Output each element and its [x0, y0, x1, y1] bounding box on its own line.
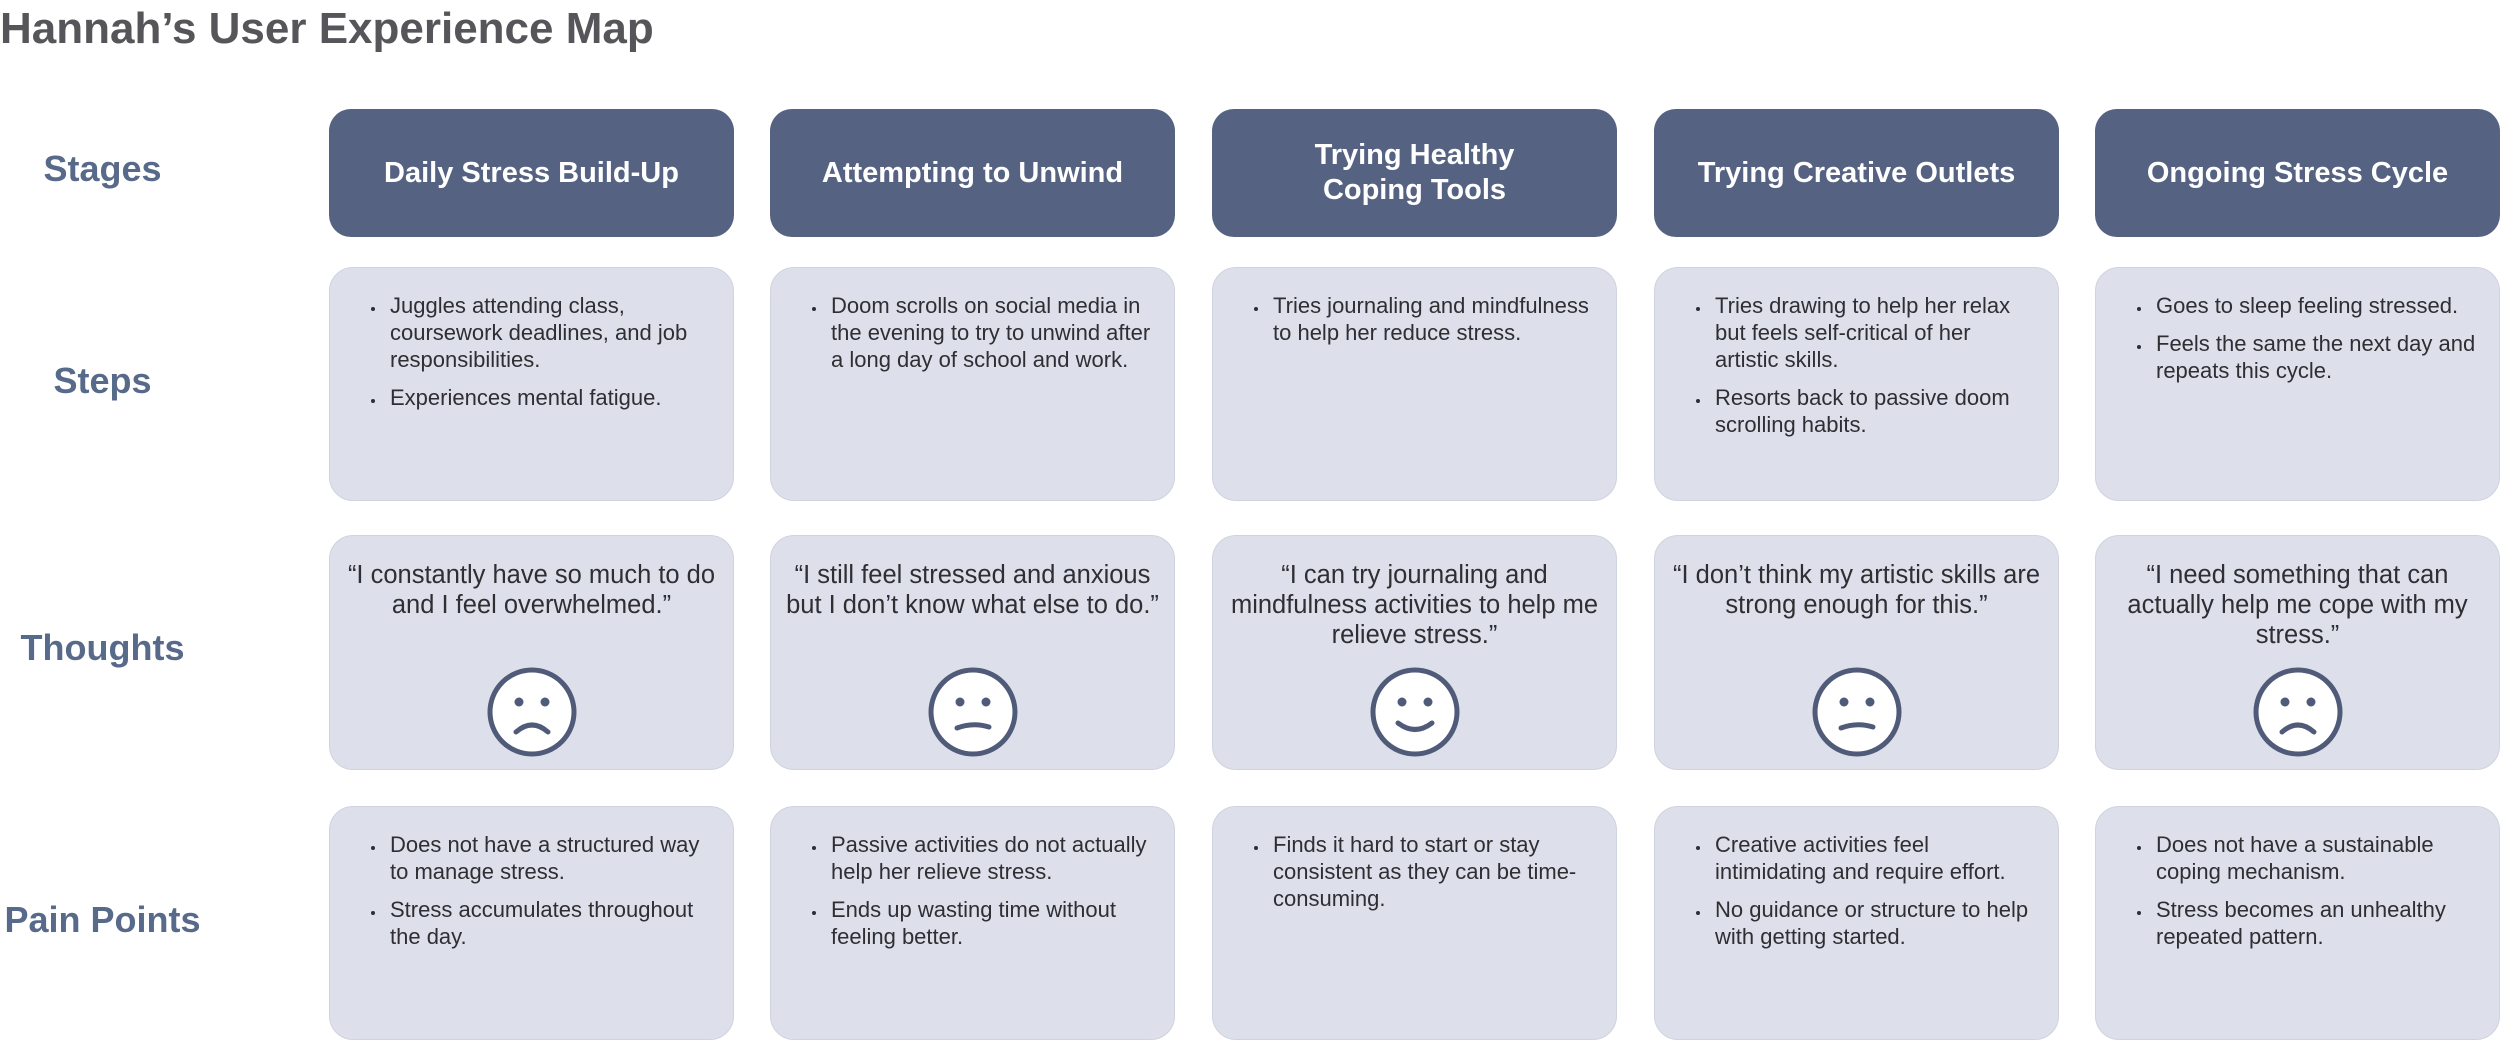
list-item: Tries journaling and mindfulness to help…	[1269, 292, 1596, 346]
pain-points-list: Does not have a structured way to manage…	[330, 807, 733, 950]
list-item: Stress accumulates throughout the day.	[386, 896, 713, 950]
thought-quote: “I can try journaling and mindfulness ac…	[1230, 561, 1599, 649]
steps-card: Doom scrolls on social media in the even…	[770, 267, 1175, 501]
steps-card: Tries drawing to help her relax but feel…	[1654, 267, 2059, 501]
row-label-stages: Stages	[43, 148, 162, 189]
stage-card: Daily Stress Build-Up	[329, 109, 734, 237]
list-item: Does not have a sustainable coping mecha…	[2152, 831, 2479, 885]
list-item: Ends up wasting time without feeling bet…	[827, 896, 1154, 950]
steps-list: Juggles attending class, coursework dead…	[330, 268, 733, 411]
stage-card: Attempting to Unwind	[770, 109, 1175, 237]
thought-quote: “I need something that can actually help…	[2127, 561, 2468, 649]
thought-card: “I need something that can actually help…	[2095, 535, 2500, 770]
row-label-thoughts: Thoughts	[20, 627, 185, 668]
neutral-face-icon	[927, 666, 1019, 758]
list-item: Finds it hard to start or stay consisten…	[1269, 831, 1596, 912]
list-item: Doom scrolls on social media in the even…	[827, 292, 1154, 373]
steps-card: Juggles attending class, coursework dead…	[329, 267, 734, 501]
list-item: Goes to sleep feeling stressed.	[2152, 292, 2479, 319]
row-label-steps: Steps	[53, 360, 152, 401]
thought-quote: “I don’t think my artistic skills are st…	[1672, 561, 2040, 619]
pain-points-card: Finds it hard to start or stay consisten…	[1212, 806, 1617, 1040]
steps-list: Goes to sleep feeling stressed. Feels the…	[2096, 268, 2499, 384]
stage-card: Trying Creative Outlets	[1654, 109, 2059, 237]
page-title: Hannah’s User Experience Map	[0, 4, 654, 53]
thought-quote: “I constantly have so much to do and I f…	[347, 561, 716, 619]
sad-face-icon	[486, 666, 578, 758]
pain-points-card: Passive activities do not actually help …	[770, 806, 1175, 1040]
pain-points-list: Finds it hard to start or stay consisten…	[1213, 807, 1616, 912]
list-item: Feels the same the next day and repeats …	[2152, 330, 2479, 384]
list-item: No guidance or structure to help with ge…	[1711, 896, 2038, 950]
pain-points-list: Creative activities feel intimidating an…	[1655, 807, 2058, 950]
steps-card: Tries journaling and mindfulness to help…	[1212, 267, 1617, 501]
list-item: Passive activities do not actually help …	[827, 831, 1154, 885]
sad-face-icon	[2252, 666, 2344, 758]
pain-points-card: Does not have a structured way to manage…	[329, 806, 734, 1040]
list-item: Creative activities feel intimidating an…	[1711, 831, 2038, 885]
pain-points-list: Passive activities do not actually help …	[771, 807, 1174, 950]
thought-card: “I don’t think my artistic skills are st…	[1654, 535, 2059, 770]
stage-card: Trying Healthy Coping Tools	[1212, 109, 1617, 237]
stage-card: Ongoing Stress Cycle	[2095, 109, 2500, 237]
neutral-face-icon	[1811, 666, 1903, 758]
list-item: Does not have a structured way to manage…	[386, 831, 713, 885]
thought-card: “I can try journaling and mindfulness ac…	[1212, 535, 1617, 770]
pain-points-card: Does not have a sustainable coping mecha…	[2095, 806, 2500, 1040]
list-item: Resorts back to passive doom scrolling h…	[1711, 384, 2038, 438]
list-item: Tries drawing to help her relax but feel…	[1711, 292, 2038, 373]
list-item: Stress becomes an unhealthy repeated pat…	[2152, 896, 2479, 950]
steps-list: Doom scrolls on social media in the even…	[771, 268, 1174, 373]
steps-list: Tries journaling and mindfulness to help…	[1213, 268, 1616, 346]
steps-list: Tries drawing to help her relax but feel…	[1655, 268, 2058, 438]
row-label-pain-points: Pain Points	[4, 899, 201, 940]
happy-face-icon	[1369, 666, 1461, 758]
thought-card: “I constantly have so much to do and I f…	[329, 535, 734, 770]
thought-card: “I still feel stressed and anxious but I…	[770, 535, 1175, 770]
steps-card: Goes to sleep feeling stressed. Feels the…	[2095, 267, 2500, 501]
list-item: Juggles attending class, coursework dead…	[386, 292, 713, 373]
thought-quote: “I still feel stressed and anxious but I…	[786, 561, 1159, 619]
list-item: Experiences mental fatigue.	[386, 384, 713, 411]
pain-points-card: Creative activities feel intimidating an…	[1654, 806, 2059, 1040]
pain-points-list: Does not have a sustainable coping mecha…	[2096, 807, 2499, 950]
